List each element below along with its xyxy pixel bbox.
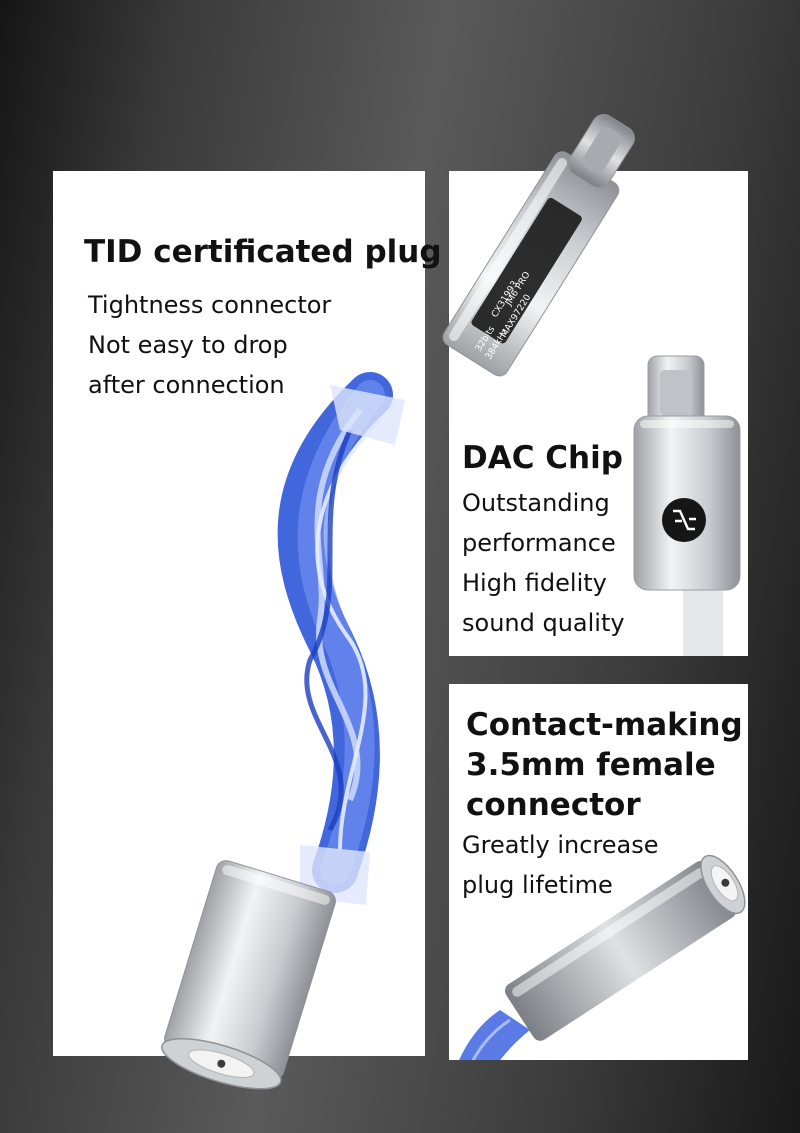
- tid-line-3: after connection: [88, 371, 285, 399]
- tid-line-2: Not easy to drop: [88, 331, 288, 359]
- dac-line-4: sound quality: [462, 609, 625, 637]
- dac-line-2: performance: [462, 529, 616, 557]
- connector-title-2: 3.5mm female: [466, 747, 716, 783]
- dac-line-3: High fidelity: [462, 569, 607, 597]
- dac-title: DAC Chip: [462, 440, 623, 476]
- dac-line-1: Outstanding: [462, 489, 610, 517]
- connector-title-1: Contact-making: [466, 707, 743, 743]
- tid-line-1: Tightness connector: [88, 291, 332, 319]
- connector-line-1: Greatly increase: [462, 831, 659, 859]
- tid-title: TID certificated plug: [84, 234, 442, 270]
- connector-line-2: plug lifetime: [462, 871, 613, 899]
- connector-title-3: connector: [466, 787, 641, 823]
